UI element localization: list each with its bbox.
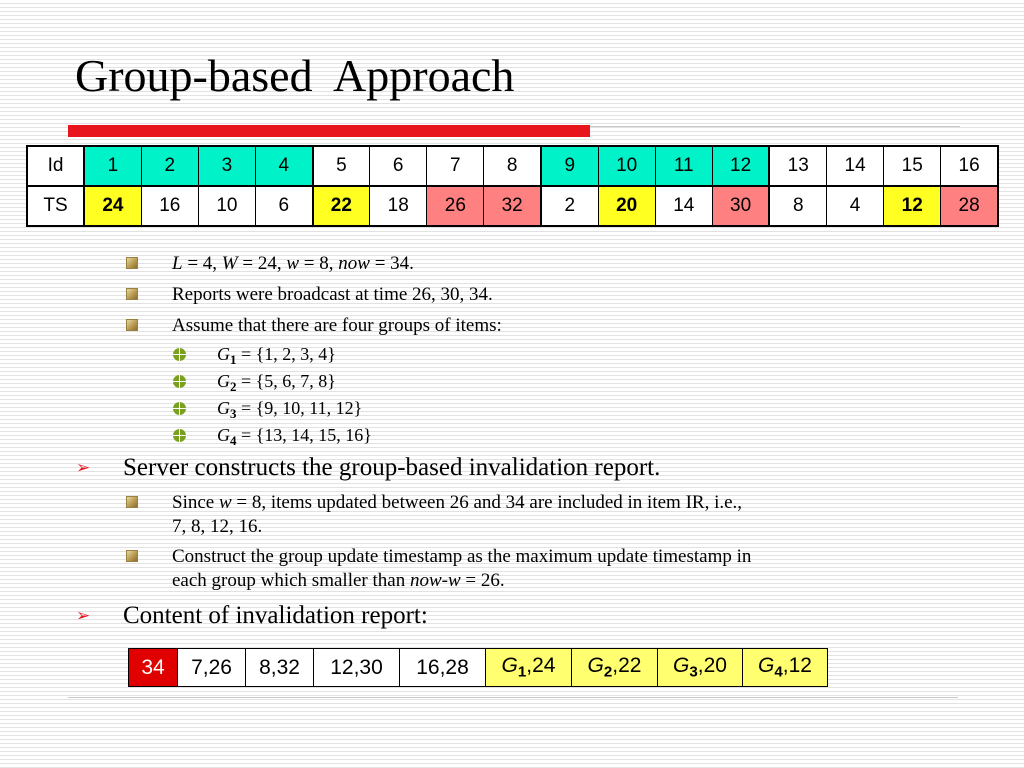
id-row: Id 1 2 3 4 5 6 7 8 9 10 11 12 13 14 15 1… [26,145,999,187]
ir-cell-now: 34 [128,648,178,687]
ts-cell: 32 [483,185,542,227]
id-cell: 4 [254,145,314,187]
group-2-text: G2 = {5, 6, 7, 8} [217,371,336,394]
circle-bullet-icon [173,402,186,415]
id-cell: 10 [597,145,656,187]
square-bullet-icon [126,257,138,269]
id-cell: 3 [197,145,256,187]
ts-cell: 16 [140,185,199,227]
id-cell: 16 [940,145,999,187]
ts-row: TS 24 16 10 6 22 18 26 32 2 20 14 30 8 4… [26,185,999,227]
ts-cell: 28 [940,185,999,227]
id-cell: 12 [711,145,770,187]
ts-cell: 10 [197,185,256,227]
id-cell: 8 [483,145,542,187]
row-label-ts: TS [26,185,85,227]
circle-bullet-icon [173,429,186,442]
ir-group-cell: G2,22 [571,648,658,687]
ir-group-cell: G4,12 [742,648,828,687]
id-cell: 9 [539,145,599,187]
arrow-bullet-icon: ➢ [76,458,91,478]
square-bullet-icon [126,288,138,300]
ts-cell: 4 [826,185,885,227]
content-heading: Content of invalidation report: [123,602,428,629]
since-text-line2: 7, 8, 12, 16. [172,516,263,537]
arrow-bullet-icon: ➢ [76,606,91,626]
square-bullet-icon [126,550,138,562]
reports-text: Reports were broadcast at time 26, 30, 3… [172,284,493,305]
groups-intro-text: Assume that there are four groups of ite… [172,315,502,336]
ir-cell: 7,26 [177,648,246,687]
ts-cell: 22 [311,185,371,227]
footer-divider-line [68,697,958,698]
id-cell: 11 [654,145,713,187]
ts-cell: 6 [254,185,314,227]
id-cell: 13 [768,145,828,187]
title-accent-bar [68,125,590,137]
ts-cell: 2 [539,185,599,227]
construct-text-line1: Construct the group update timestamp as … [172,546,752,567]
id-cell: 15 [883,145,942,187]
title-divider-line [590,126,960,127]
slide-title: Group-based Approach [75,50,515,101]
group-3-text: G3 = {9, 10, 11, 12} [217,398,363,421]
ir-group-cell: G3,20 [657,648,743,687]
ir-group-cell: G1,24 [485,648,572,687]
id-cell: 7 [426,145,485,187]
id-cell: 1 [83,145,142,187]
server-heading: Server constructs the group-based invali… [123,454,661,481]
ts-cell: 14 [654,185,713,227]
params-text: L = 4, W = 24, w = 8, now = 34. [172,253,414,274]
construct-text-line2: each group which smaller than now-w = 26… [172,570,505,591]
square-bullet-icon [126,496,138,508]
invalidation-report-table: 34 7,26 8,32 12,30 16,28 G1,24 G2,22 G3,… [128,648,828,687]
group-1-text: G1 = {1, 2, 3, 4} [217,344,336,367]
ir-cell: 12,30 [313,648,400,687]
circle-bullet-icon [173,348,186,361]
ir-cell: 8,32 [245,648,314,687]
id-cell: 6 [369,145,428,187]
ir-cell: 16,28 [399,648,486,687]
ts-cell: 12 [883,185,942,227]
ts-cell: 24 [83,185,142,227]
square-bullet-icon [126,319,138,331]
ts-cell: 8 [768,185,828,227]
circle-bullet-icon [173,375,186,388]
ts-cell: 20 [597,185,656,227]
since-text-line1: Since w = 8, items updated between 26 an… [172,492,743,513]
id-cell: 2 [140,145,199,187]
ts-cell: 26 [426,185,485,227]
id-cell: 5 [311,145,371,187]
group-4-text: G4 = {13, 14, 15, 16} [217,425,372,448]
ts-cell: 30 [711,185,770,227]
id-cell: 14 [826,145,885,187]
ts-cell: 18 [369,185,428,227]
timestamp-table: Id 1 2 3 4 5 6 7 8 9 10 11 12 13 14 15 1… [26,145,999,227]
ir-row: 34 7,26 8,32 12,30 16,28 G1,24 G2,22 G3,… [128,648,828,687]
row-label-id: Id [26,145,85,187]
